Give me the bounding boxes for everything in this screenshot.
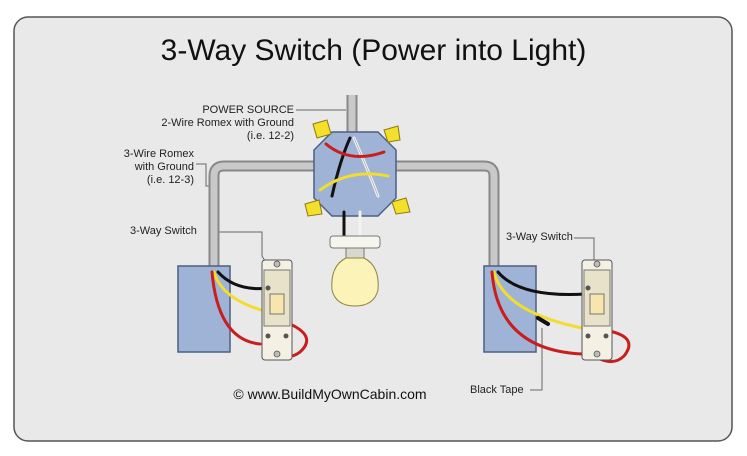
switch-box-icon [177,265,231,353]
power-source-line-3: (i.e. 12-2) [246,130,294,142]
three-wire-line-1: 3-Wire Romex [123,148,194,160]
light-bulb-icon [329,235,381,307]
three-wire-line-2: with Ground [134,161,194,173]
right-switch-wires [490,270,631,363]
power-source-label: POWER SOURCE 2-Wire Romex with Ground (i… [150,104,294,143]
junction-wires [318,136,390,238]
three-wire-label: 3-Wire Romex with Ground (i.e. 12-3) [96,148,194,187]
black-tape-label: Black Tape [470,384,524,396]
diagram-background [13,16,733,442]
diagram-title: 3-Way Switch (Power into Light) [160,34,587,67]
credit-text: © www.BuildMyOwnCabin.com [233,386,427,402]
three-way-switch-icon [261,259,293,361]
power-source-line-2: 2-Wire Romex with Ground [161,117,294,129]
three-way-switch-icon [581,259,613,361]
switch-label-right: 3-Way Switch [506,231,573,243]
wire-connector-icon [304,119,411,217]
three-wire-line-3: (i.e. 12-3) [146,174,194,186]
switch-label-left: 3-Way Switch [130,225,197,237]
power-source-line-1: POWER SOURCE [202,104,294,116]
